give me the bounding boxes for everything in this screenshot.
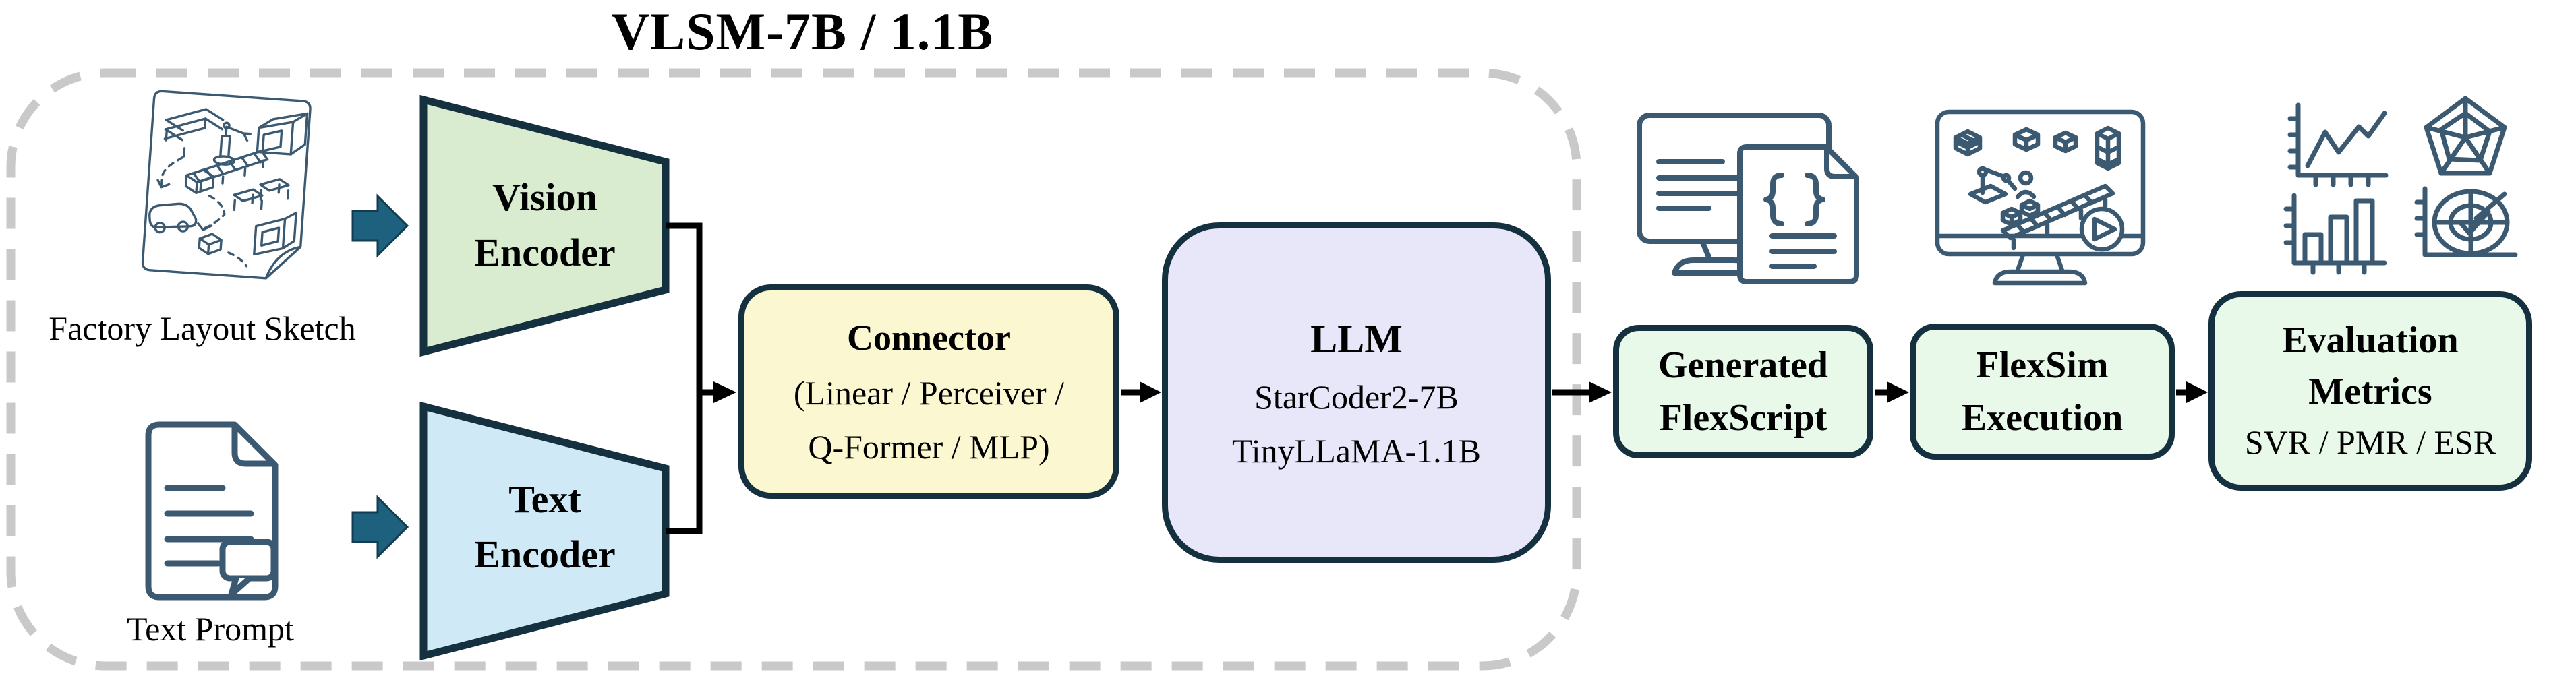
generated-flexscript-box: Generated FlexScript <box>1613 325 1873 458</box>
radar-chart-icon <box>2424 96 2507 176</box>
evaluation-metrics-line1: Evaluation <box>2282 319 2459 361</box>
evaluation-metrics-box: Evaluation Metrics SVR / PMR / ESR <box>2208 291 2532 491</box>
simulation-monitor-icon <box>1935 109 2146 286</box>
connector-title: Connector <box>847 317 1011 358</box>
flexsim-execution-line1: FlexSim <box>1976 344 2109 386</box>
vision-encoder-line2: Encoder <box>474 231 616 274</box>
arrow-flexscript-to-flexsim <box>1875 381 1909 403</box>
diagram-title: VLSM-7B / 1.1B <box>611 2 994 61</box>
arrow-flexsim-to-metrics <box>2176 381 2208 403</box>
code-document-monitor-icon <box>1637 113 1859 284</box>
llm-title: LLM <box>1310 316 1403 361</box>
encoder-merge-bracket <box>666 222 703 534</box>
flexsim-execution-box: FlexSim Execution <box>1910 324 2175 460</box>
vision-encoder-line1: Vision <box>492 175 597 219</box>
vision-encoder-label: Vision Encoder <box>423 170 666 280</box>
llm-box: LLM StarCoder2-7B TinyLLaMA-1.1B <box>1162 222 1551 563</box>
evaluation-metrics-list: SVR / PMR / ESR <box>2244 423 2496 461</box>
text-encoder-label: Text Encoder <box>423 472 666 582</box>
generated-flexscript-line1: Generated <box>1658 344 1828 386</box>
llm-model1: StarCoder2-7B <box>1254 377 1459 416</box>
line-chart-icon <box>2287 102 2389 187</box>
connector-options-line2: Q-Former / MLP) <box>808 428 1050 466</box>
generated-flexscript-line2: FlexScript <box>1659 397 1827 439</box>
factory-layout-sketch-icon <box>141 90 312 280</box>
input-arrow-sketch-icon <box>351 193 409 258</box>
input-arrow-prompt-icon <box>351 495 409 559</box>
text-encoder-line1: Text <box>508 477 581 521</box>
text-prompt-document-icon <box>145 421 279 601</box>
vision-encoder-shape <box>419 94 670 357</box>
llm-model2: TinyLLaMA-1.1B <box>1231 431 1482 470</box>
target-chart-icon <box>2414 186 2518 257</box>
arrow-merge-to-connector <box>699 381 736 403</box>
vlsm-dashed-boundary <box>6 68 1581 671</box>
evaluation-icons <box>2283 96 2518 275</box>
arrow-llm-to-flexscript <box>1552 381 1612 403</box>
factory-sketch-label: Factory Layout Sketch <box>49 309 356 347</box>
evaluation-metrics-line2: Metrics <box>2308 371 2432 412</box>
arrow-connector-to-llm <box>1121 381 1161 403</box>
text-prompt-label: Text Prompt <box>127 610 294 648</box>
text-encoder-line2: Encoder <box>474 532 616 576</box>
bar-chart-icon <box>2283 193 2387 275</box>
connector-options-line1: (Linear / Perceiver / <box>793 374 1065 412</box>
text-encoder-shape <box>419 401 670 661</box>
connector-box: Connector (Linear / Perceiver / Q-Former… <box>738 284 1119 499</box>
flexsim-execution-line2: Execution <box>1961 397 2124 439</box>
